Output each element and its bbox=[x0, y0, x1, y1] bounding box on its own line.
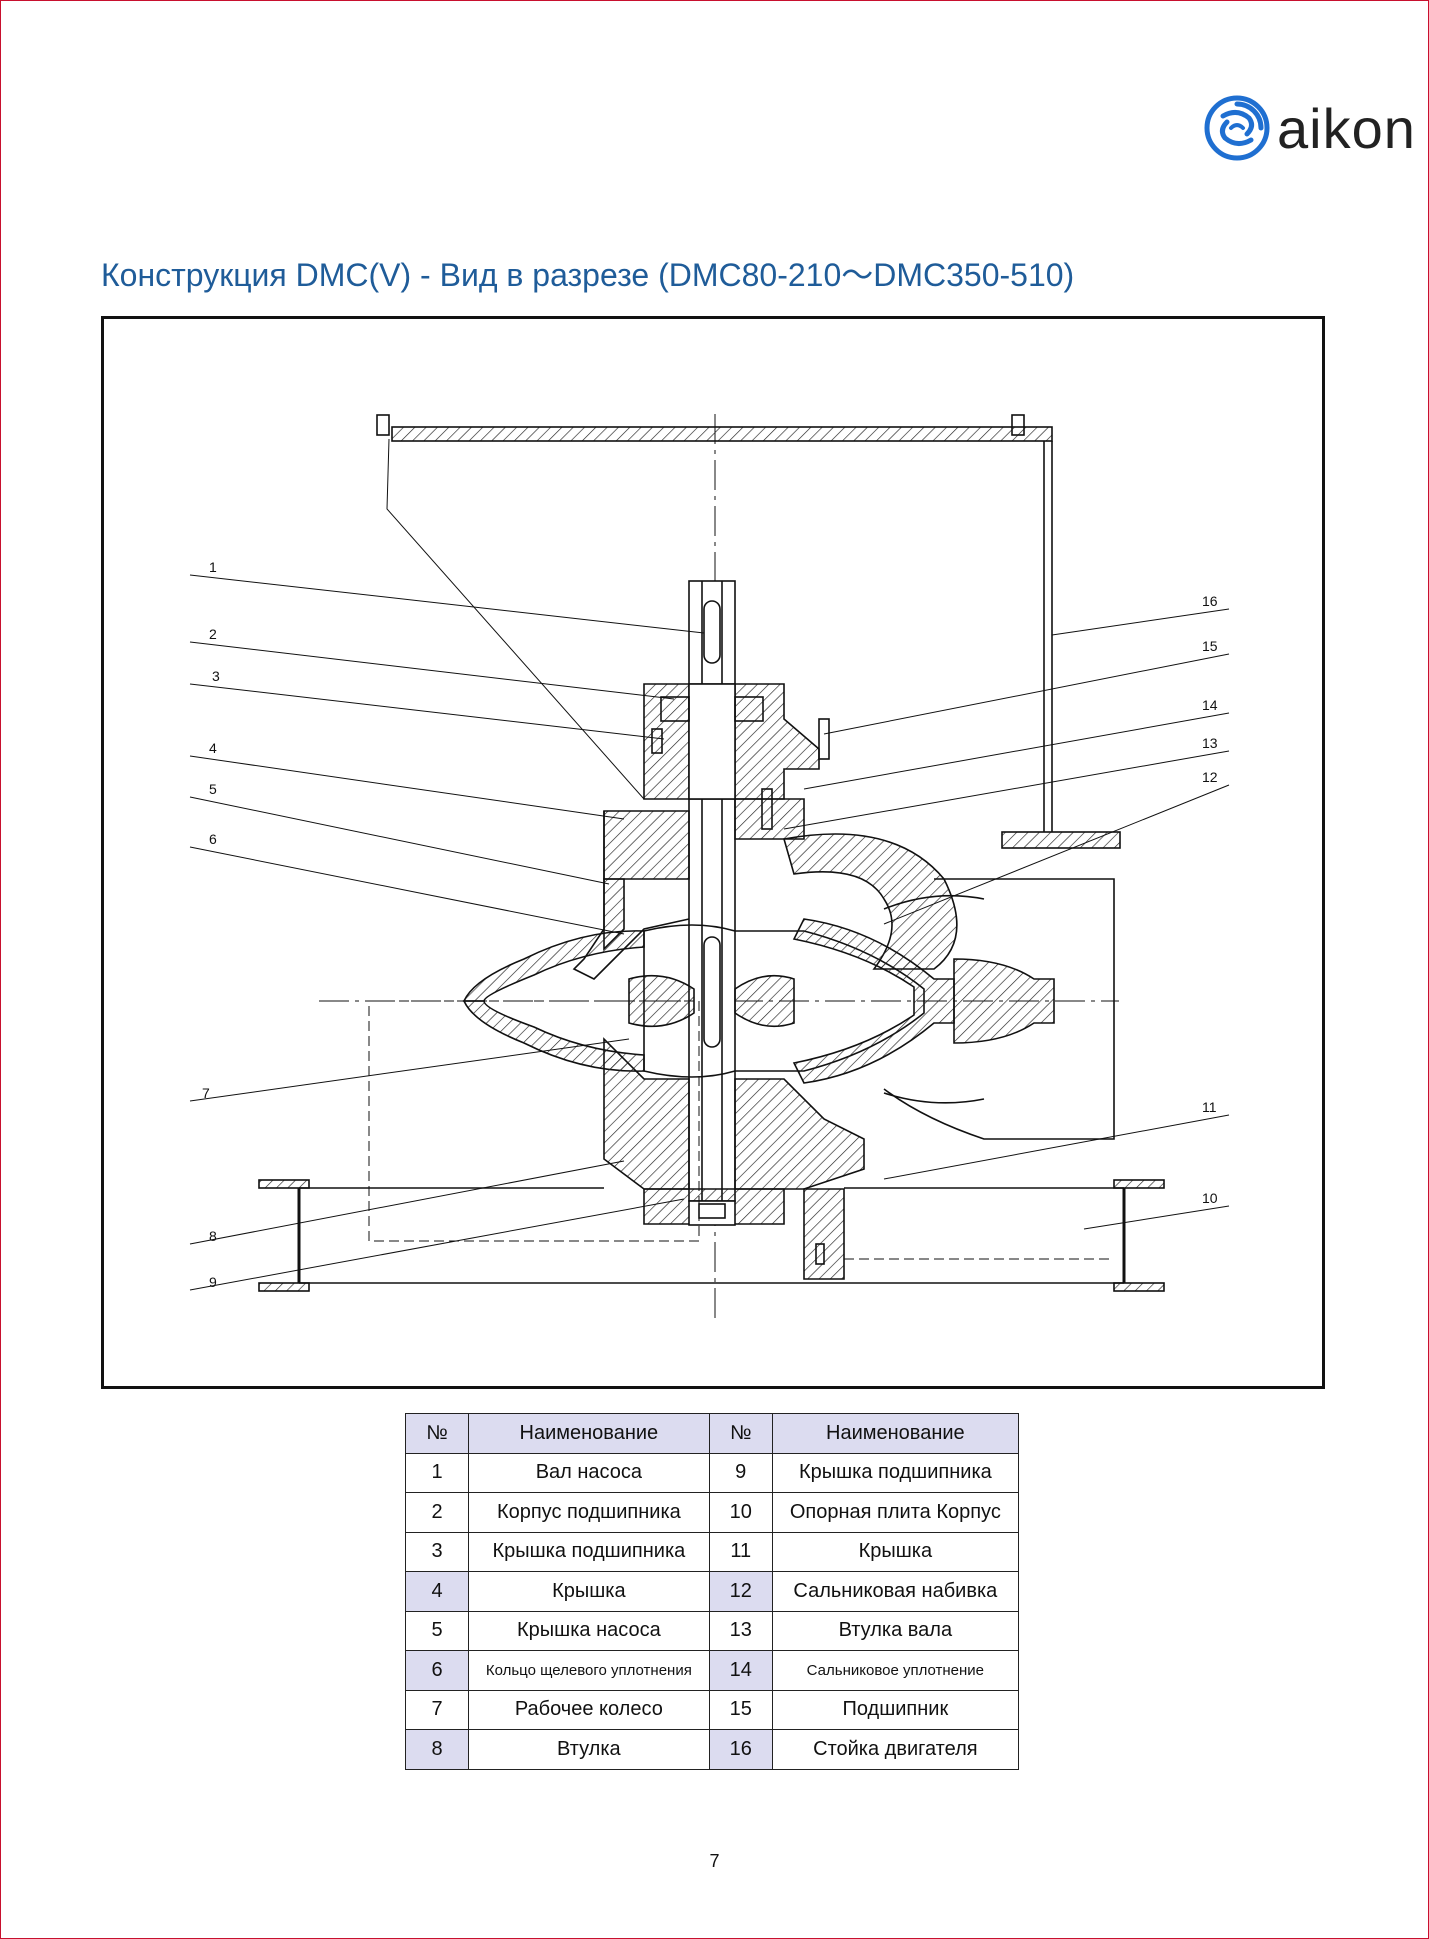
table-row: 4 Крышка 12 Сальниковая набивка bbox=[405, 1571, 1020, 1612]
callout-10: 10 bbox=[1202, 1190, 1218, 1206]
callout-2: 2 bbox=[209, 626, 217, 642]
table-row: 1 Вал насоса 9 Крышка подшипника bbox=[405, 1452, 1020, 1493]
part-number: 6 bbox=[405, 1650, 469, 1691]
part-name: Опорная плита Корпус bbox=[771, 1492, 1020, 1533]
callout-14: 14 bbox=[1202, 697, 1218, 713]
parts-table: № Наименование № Наименование 1 Вал насо… bbox=[405, 1413, 1020, 1770]
callout-15: 15 bbox=[1202, 638, 1218, 654]
part-number: 10 bbox=[708, 1492, 773, 1533]
table-row: 8 Втулка 16 Стойка двигателя bbox=[405, 1729, 1020, 1770]
callout-11: 11 bbox=[1202, 1099, 1217, 1115]
part-number: 3 bbox=[405, 1531, 469, 1572]
part-number: 8 bbox=[405, 1729, 469, 1770]
part-number: 13 bbox=[708, 1610, 773, 1651]
part-number: 5 bbox=[405, 1610, 469, 1651]
callout-13: 13 bbox=[1202, 735, 1218, 751]
callout-7: 7 bbox=[202, 1085, 210, 1101]
part-number: 15 bbox=[708, 1689, 773, 1730]
part-name: Подшипник bbox=[771, 1689, 1020, 1730]
part-name: Сальниковая набивка bbox=[771, 1571, 1020, 1612]
callout-4: 4 bbox=[209, 740, 217, 756]
brand-logo: aikon bbox=[1203, 94, 1416, 166]
table-row: 5 Крышка насоса 13 Втулка вала bbox=[405, 1610, 1020, 1651]
part-name: Сальниковое уплотнение bbox=[771, 1650, 1020, 1691]
part-number: 16 bbox=[708, 1729, 773, 1770]
part-name: Рабочее колесо bbox=[468, 1689, 710, 1730]
part-name: Крышка подшипника bbox=[771, 1452, 1020, 1493]
part-name: Кольцо щелевого уплотнения bbox=[468, 1650, 710, 1691]
parts-table-header: № Наименование № Наименование bbox=[405, 1413, 1020, 1454]
part-name: Крышка bbox=[771, 1531, 1020, 1572]
part-name: Втулка вала bbox=[771, 1610, 1020, 1651]
callout-16: 16 bbox=[1202, 593, 1218, 609]
part-name: Стойка двигателя bbox=[771, 1729, 1020, 1770]
pump-section-drawing: 1 2 3 4 5 6 7 8 9 10 11 12 13 14 15 16 bbox=[189, 414, 1230, 1319]
part-name: Корпус подшипника bbox=[468, 1492, 710, 1533]
callout-5: 5 bbox=[209, 781, 217, 797]
aikon-swirl-icon bbox=[1204, 95, 1270, 161]
header-num-left: № bbox=[405, 1413, 469, 1454]
page-number: 7 bbox=[709, 1851, 720, 1871]
part-number: 7 bbox=[405, 1689, 469, 1730]
header-name-right: Наименование bbox=[771, 1413, 1020, 1454]
callout-12: 12 bbox=[1202, 769, 1218, 785]
header-name-left: Наименование bbox=[468, 1413, 710, 1454]
part-number: 2 bbox=[405, 1492, 469, 1533]
page-title: Конструкция DMC(V) - Вид в разрезе (DMC8… bbox=[101, 257, 1075, 293]
callout-3: 3 bbox=[212, 668, 220, 684]
part-name: Втулка bbox=[468, 1729, 710, 1770]
part-number: 12 bbox=[708, 1571, 773, 1612]
callout-6: 6 bbox=[209, 831, 217, 847]
part-number: 4 bbox=[405, 1571, 469, 1612]
callout-leaders bbox=[189, 574, 1230, 1291]
callout-1: 1 bbox=[209, 559, 217, 575]
sectional-drawing-frame: 1 2 3 4 5 6 7 8 9 10 11 12 13 14 15 16 bbox=[101, 316, 1325, 1389]
table-row: 7 Рабочее колесо 15 Подшипник bbox=[405, 1689, 1020, 1730]
table-row: 3 Крышка подшипника 11 Крышка bbox=[405, 1531, 1020, 1572]
callout-8: 8 bbox=[209, 1228, 217, 1244]
table-row: 2 Корпус подшипника 10 Опорная плита Кор… bbox=[405, 1492, 1020, 1533]
part-name: Крышка подшипника bbox=[468, 1531, 710, 1572]
header-num-right: № bbox=[708, 1413, 773, 1454]
part-number: 1 bbox=[405, 1452, 469, 1493]
part-number: 14 bbox=[708, 1650, 773, 1691]
brand-name: aikon bbox=[1277, 97, 1416, 160]
part-name: Крышка bbox=[468, 1571, 710, 1612]
part-number: 11 bbox=[708, 1531, 773, 1572]
table-row: 6 Кольцо щелевого уплотнения 14 Сальнико… bbox=[405, 1650, 1020, 1691]
part-name: Вал насоса bbox=[468, 1452, 710, 1493]
part-name: Крышка насоса bbox=[468, 1610, 710, 1651]
callout-9: 9 bbox=[209, 1274, 217, 1290]
part-number: 9 bbox=[708, 1452, 773, 1493]
